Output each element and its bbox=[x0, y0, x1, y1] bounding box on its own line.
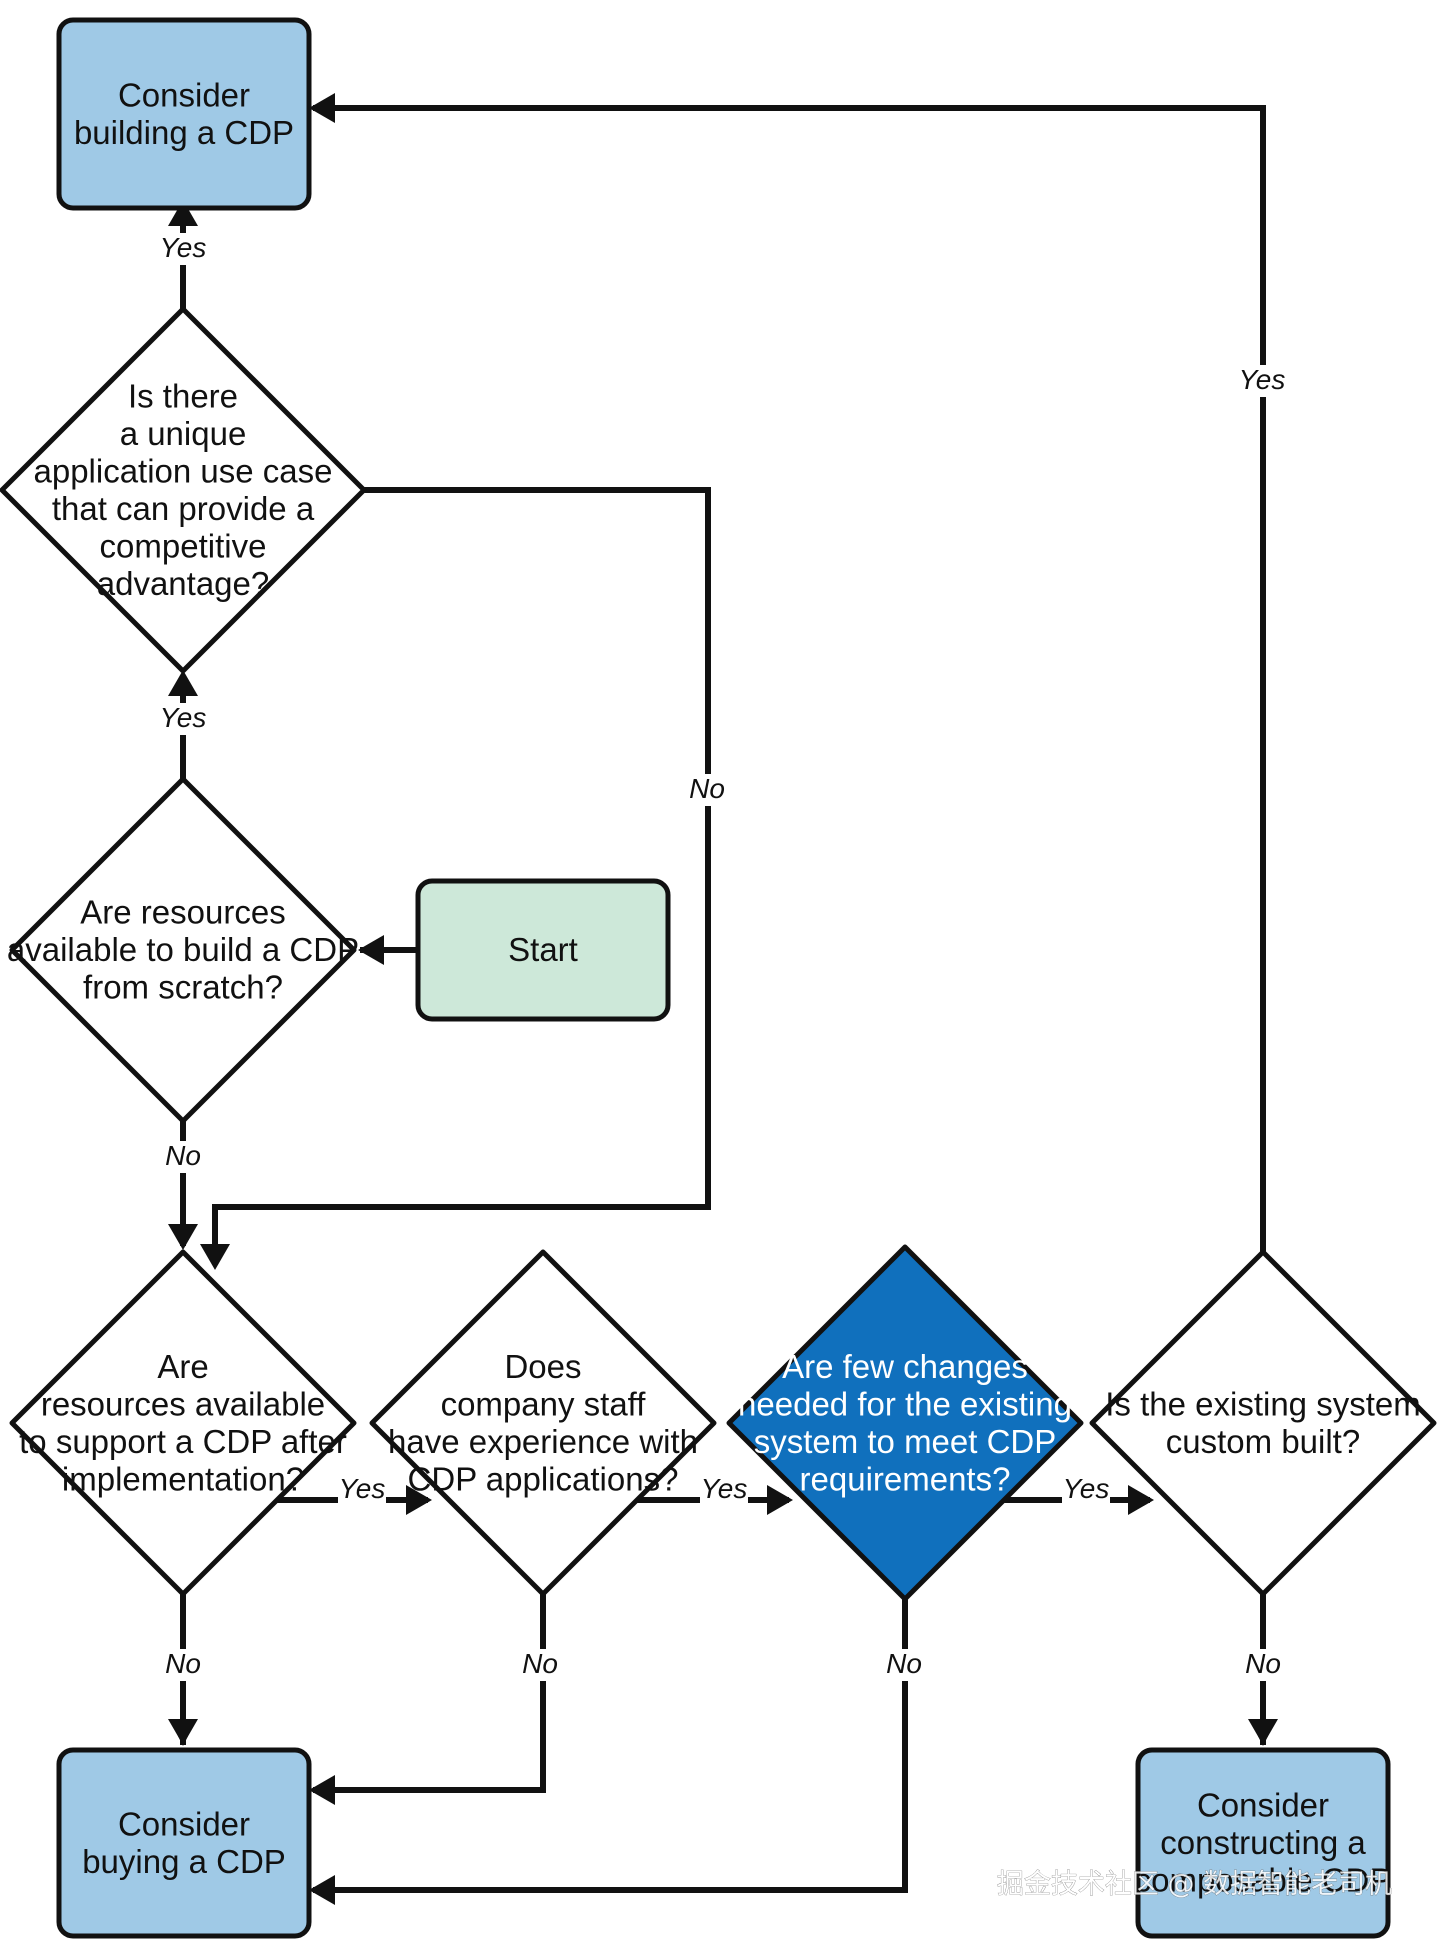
consider-building-line: Consider bbox=[118, 76, 250, 113]
staff-experience-diamond bbox=[369, 1249, 717, 1597]
watermark: 掘金技术社区 @ 数据智能老司机 bbox=[997, 1869, 1392, 1900]
label-yes-support-bg bbox=[338, 1474, 386, 1506]
label-no-custom-bg bbox=[1239, 1649, 1287, 1681]
label-no-unique-bg bbox=[683, 774, 731, 806]
label-no-custom: No bbox=[1245, 1648, 1281, 1679]
staff-experience-line: CDP applications? bbox=[408, 1460, 679, 1497]
label-yes-unique: Yes bbox=[160, 702, 207, 733]
staff-experience-line: company staff bbox=[441, 1385, 647, 1422]
label-no-support: No bbox=[165, 1648, 201, 1679]
label-no-staff-bg bbox=[516, 1649, 564, 1681]
label-yes-custom-bg bbox=[1238, 365, 1286, 397]
arrowhead-custom bbox=[1128, 1485, 1154, 1515]
custom-built-diamond bbox=[1089, 1249, 1437, 1597]
label-yes-staff: Yes bbox=[701, 1473, 748, 1504]
arrowhead-staff bbox=[406, 1485, 432, 1515]
unique-use-case-line: application use case bbox=[33, 452, 332, 489]
label-no-resources-build-bg bbox=[159, 1141, 207, 1173]
arrowhead-buying-top bbox=[168, 1719, 198, 1745]
custom-built-line: Is the existing system bbox=[1105, 1385, 1420, 1422]
label-yes-building: Yes bbox=[160, 232, 207, 263]
few-changes-diamond bbox=[726, 1244, 1084, 1602]
label-yes-staff-bg bbox=[700, 1474, 748, 1506]
staff-experience-line: have experience with bbox=[388, 1423, 698, 1460]
consider-buying-line: buying a CDP bbox=[82, 1843, 286, 1880]
unique-use-case-line: Is there bbox=[128, 377, 238, 414]
few-changes-line: system to meet CDP bbox=[754, 1423, 1057, 1460]
arrowhead-buying-mid bbox=[309, 1775, 335, 1805]
resources-support-line: implementation? bbox=[62, 1460, 304, 1497]
arrowhead-support-left bbox=[168, 1224, 198, 1250]
connectors bbox=[168, 93, 1278, 1905]
label-no-changes-bg bbox=[880, 1649, 928, 1681]
resources-support-line: Are bbox=[157, 1348, 208, 1385]
label-yes-custom: Yes bbox=[1239, 364, 1286, 395]
resources-support-diamond bbox=[9, 1249, 357, 1597]
consider-buying-box bbox=[56, 1747, 312, 1939]
consider-constructing-line: constructing a bbox=[1160, 1824, 1366, 1861]
resources-build-line: Are resources bbox=[80, 894, 285, 931]
label-no-changes: No bbox=[886, 1648, 922, 1679]
edge-staff-no-to-buying bbox=[312, 1594, 546, 1795]
arrowhead-unique bbox=[168, 670, 198, 696]
consider-constructing-line: composable CDP bbox=[1135, 1862, 1392, 1899]
arrowhead-building-right bbox=[309, 93, 335, 123]
start-line: Start bbox=[508, 931, 578, 968]
label-no-resources-build: No bbox=[165, 1140, 201, 1171]
resources-build-line: available to build a CDP bbox=[7, 931, 359, 968]
unique-use-case-diamond bbox=[0, 306, 367, 674]
arrowhead-building bbox=[168, 200, 198, 226]
edge-custom-yes-to-building bbox=[312, 103, 1266, 1252]
unique-use-case-line: a unique bbox=[120, 415, 247, 452]
few-changes-line: requirements? bbox=[800, 1460, 1011, 1497]
unique-use-case-line: that can provide a bbox=[52, 490, 315, 527]
resources-support-line: to support a CDP after bbox=[19, 1423, 347, 1460]
resources-support-line: resources available bbox=[41, 1385, 325, 1422]
consider-constructing-line: Consider bbox=[1197, 1787, 1329, 1824]
few-changes-line: needed for the existing bbox=[738, 1385, 1072, 1422]
consider-buying-line: Consider bbox=[118, 1805, 250, 1842]
unique-use-case-line: advantage? bbox=[97, 565, 270, 602]
label-yes-support: Yes bbox=[339, 1473, 386, 1504]
arrowhead-buying-bottom bbox=[309, 1875, 335, 1905]
edge-changes-no-to-buying bbox=[312, 1599, 908, 1895]
unique-use-case-line: competitive bbox=[100, 527, 267, 564]
consider-building-box bbox=[56, 17, 312, 211]
label-no-unique: No bbox=[689, 773, 725, 804]
arrowhead-support-right bbox=[200, 1244, 230, 1270]
resources-build-line: from scratch? bbox=[83, 969, 283, 1006]
label-yes-unique-bg bbox=[159, 703, 207, 735]
consider-constructing-box bbox=[1135, 1747, 1391, 1939]
label-no-staff: No bbox=[522, 1648, 558, 1679]
label-yes-changes: Yes bbox=[1063, 1473, 1110, 1504]
label-no-support-bg bbox=[159, 1649, 207, 1681]
custom-built-line: custom built? bbox=[1166, 1423, 1360, 1460]
consider-building-line: building a CDP bbox=[74, 114, 294, 151]
node-start: Start bbox=[415, 878, 671, 1022]
edge-unique-no-to-support bbox=[210, 487, 711, 1266]
start-box bbox=[415, 878, 671, 1022]
label-yes-building-bg bbox=[159, 233, 207, 265]
staff-experience-line: Does bbox=[504, 1348, 581, 1385]
arrowhead-constructing bbox=[1248, 1719, 1278, 1745]
arrowhead-resources-build bbox=[358, 935, 384, 965]
label-yes-changes-bg bbox=[1062, 1474, 1110, 1506]
few-changes-line: Are few changes bbox=[782, 1348, 1028, 1385]
arrowhead-changes bbox=[767, 1485, 793, 1515]
resources-build-diamond bbox=[9, 776, 357, 1124]
